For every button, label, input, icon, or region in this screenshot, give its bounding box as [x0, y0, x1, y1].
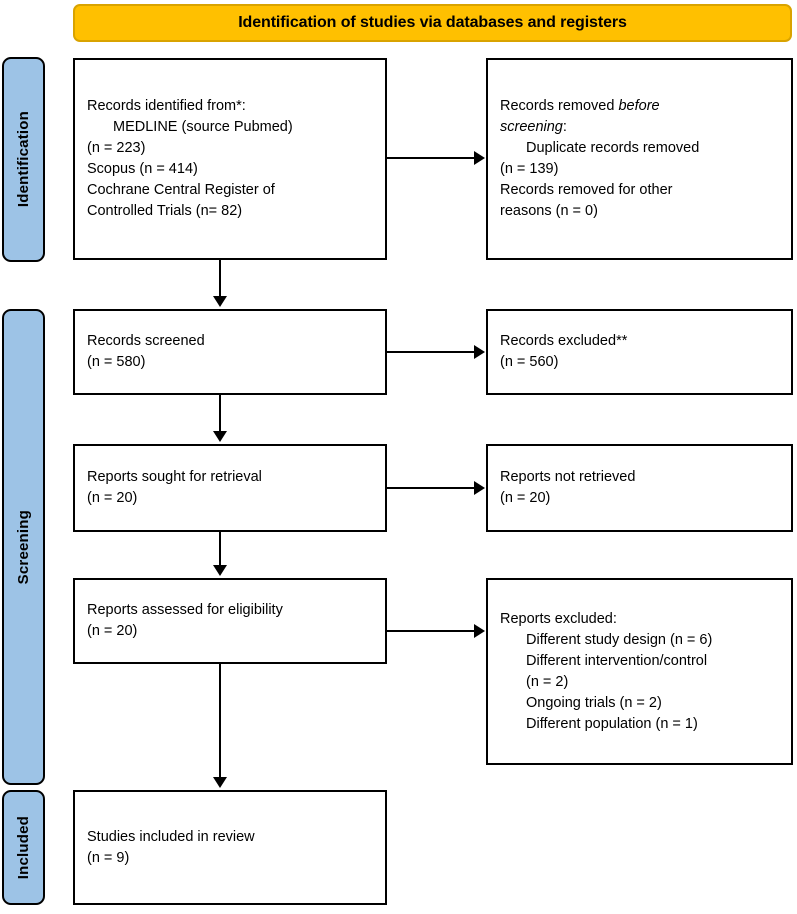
box-line: Scopus (n = 414) — [87, 161, 198, 177]
box-line: Ongoing trials (n = 2) — [526, 694, 662, 711]
reports-excluded-box: Reports excluded: Different study design… — [486, 578, 793, 765]
banner-title: Identification of studies via databases … — [238, 14, 627, 31]
box-line: Different population (n = 1) — [526, 715, 698, 732]
connector-identified-to-screened — [219, 260, 221, 298]
records-identified-box: Records identified from*: MEDLINE (sourc… — [73, 58, 387, 260]
box-line: (n = 2) — [526, 673, 569, 690]
stage-label-identification: Identification — [2, 57, 45, 262]
connector-assessed-to-included — [219, 664, 221, 779]
stage-label-screening: Screening — [2, 309, 45, 785]
stage-label-identification-text: Identification — [15, 111, 32, 208]
box-line: (n = 20) — [500, 490, 551, 506]
stage-label-included-text: Included — [15, 815, 32, 880]
box-line: Controlled Trials (n= 82) — [87, 203, 243, 219]
box-line: (n = 20) — [87, 623, 138, 639]
emphasis-before: before — [618, 98, 660, 114]
records-removed-box: Records removed before screening: Duplic… — [486, 58, 793, 260]
box-line: Records removed for other — [500, 182, 673, 198]
emphasis-screening: screening — [500, 119, 563, 135]
box-line: Records excluded** — [500, 333, 628, 349]
connector-sought-to-assessed — [219, 532, 221, 567]
reports-not-retrieved-box: Reports not retrieved (n = 20) — [486, 444, 793, 532]
connector-screened-to-sought — [219, 395, 221, 433]
box-line: Studies included in review — [87, 828, 255, 845]
box-line: Cochrane Central Register of — [87, 182, 275, 198]
arrow-right-icon — [474, 345, 485, 359]
diagram-title-banner: Identification of studies via databases … — [73, 4, 792, 42]
box-line: (n = 580) — [87, 354, 146, 370]
stage-label-screening-text: Screening — [15, 509, 32, 585]
box-line: (n = 139) — [500, 161, 559, 177]
box-line: screening: — [500, 119, 567, 135]
reports-assessed-box: Reports assessed for eligibility (n = 20… — [73, 578, 387, 664]
arrow-down-icon — [213, 777, 227, 788]
connector-assessed-to-reports-excluded — [387, 630, 476, 632]
records-screened-box: Records screened (n = 580) — [73, 309, 387, 395]
box-line: Records removed before — [500, 98, 660, 114]
records-excluded-box: Records excluded** (n = 560) — [486, 309, 793, 395]
box-line: reasons (n = 0) — [500, 203, 598, 219]
box-line: (n = 9) — [87, 849, 130, 866]
stage-label-included: Included — [2, 790, 45, 905]
box-line: Records screened — [87, 333, 205, 349]
arrow-down-icon — [213, 565, 227, 576]
arrow-right-icon — [474, 481, 485, 495]
box-line: Duplicate records removed — [526, 140, 700, 156]
box-line: Reports assessed for eligibility — [87, 602, 283, 618]
box-line: Different study design (n = 6) — [526, 631, 713, 648]
arrow-right-icon — [474, 624, 485, 638]
box-line: MEDLINE (source Pubmed) — [113, 119, 293, 135]
box-line: Reports sought for retrieval — [87, 469, 262, 485]
box-line: Different intervention/control — [526, 652, 708, 669]
arrow-right-icon — [474, 151, 485, 165]
box-line: (n = 223) — [87, 140, 146, 156]
arrow-down-icon — [213, 296, 227, 307]
arrow-down-icon — [213, 431, 227, 442]
connector-screened-to-excluded — [387, 351, 476, 353]
box-line: (n = 20) — [87, 490, 138, 506]
box-line: (n = 560) — [500, 354, 559, 370]
box-line: Reports not retrieved — [500, 469, 636, 485]
box-line: Records identified from*: — [87, 98, 246, 114]
box-line: Reports excluded: — [500, 610, 617, 627]
reports-sought-box: Reports sought for retrieval (n = 20) — [73, 444, 387, 532]
connector-sought-to-not-retrieved — [387, 487, 476, 489]
connector-identified-to-removed — [387, 157, 476, 159]
studies-included-box: Studies included in review (n = 9) — [73, 790, 387, 905]
